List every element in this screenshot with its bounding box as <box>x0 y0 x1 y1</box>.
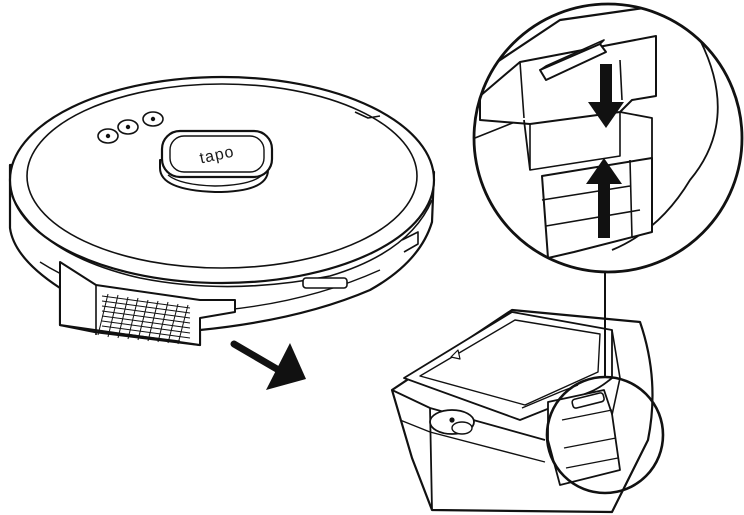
top-rim-notch <box>354 111 381 119</box>
lidar-window <box>167 174 263 187</box>
dustbin-vent <box>97 293 191 345</box>
robot-bumper-seam <box>11 195 433 288</box>
control-buttons <box>97 111 164 144</box>
dustbin <box>390 308 654 514</box>
dustbin-lid <box>403 311 613 421</box>
side-sensor <box>302 277 348 289</box>
zoom-callout <box>472 2 744 274</box>
dustbin-front-seam <box>399 419 546 463</box>
robot-vacuum <box>8 75 436 347</box>
lidar-turret <box>159 129 274 193</box>
filter-tab <box>571 392 605 409</box>
arrow-up-icon <box>586 158 622 238</box>
release-button-inner <box>451 421 473 435</box>
robot-logo: tapo <box>198 144 236 168</box>
zoom-filter-tab <box>539 43 607 81</box>
zoom-lower-slot-lines <box>541 159 641 239</box>
zoom-upper-recess-inner <box>519 59 623 171</box>
rear-bumper-notch <box>401 231 419 253</box>
zoom-mid-band <box>523 111 653 171</box>
zoom-lower-slot <box>541 157 653 259</box>
robot-top-inner-ring <box>26 83 418 269</box>
arrow-down-icon <box>588 64 624 128</box>
zoom-filter-tab-top <box>539 39 605 71</box>
lidar-cap <box>160 129 274 179</box>
zoom-callout-border <box>472 2 744 274</box>
lid-marker <box>450 349 461 360</box>
lidar-cap-inner <box>169 135 265 173</box>
filter-slot-lines <box>561 409 619 469</box>
arrow-down-right-icon <box>230 340 306 390</box>
dustbin-lid-inner <box>419 319 601 406</box>
